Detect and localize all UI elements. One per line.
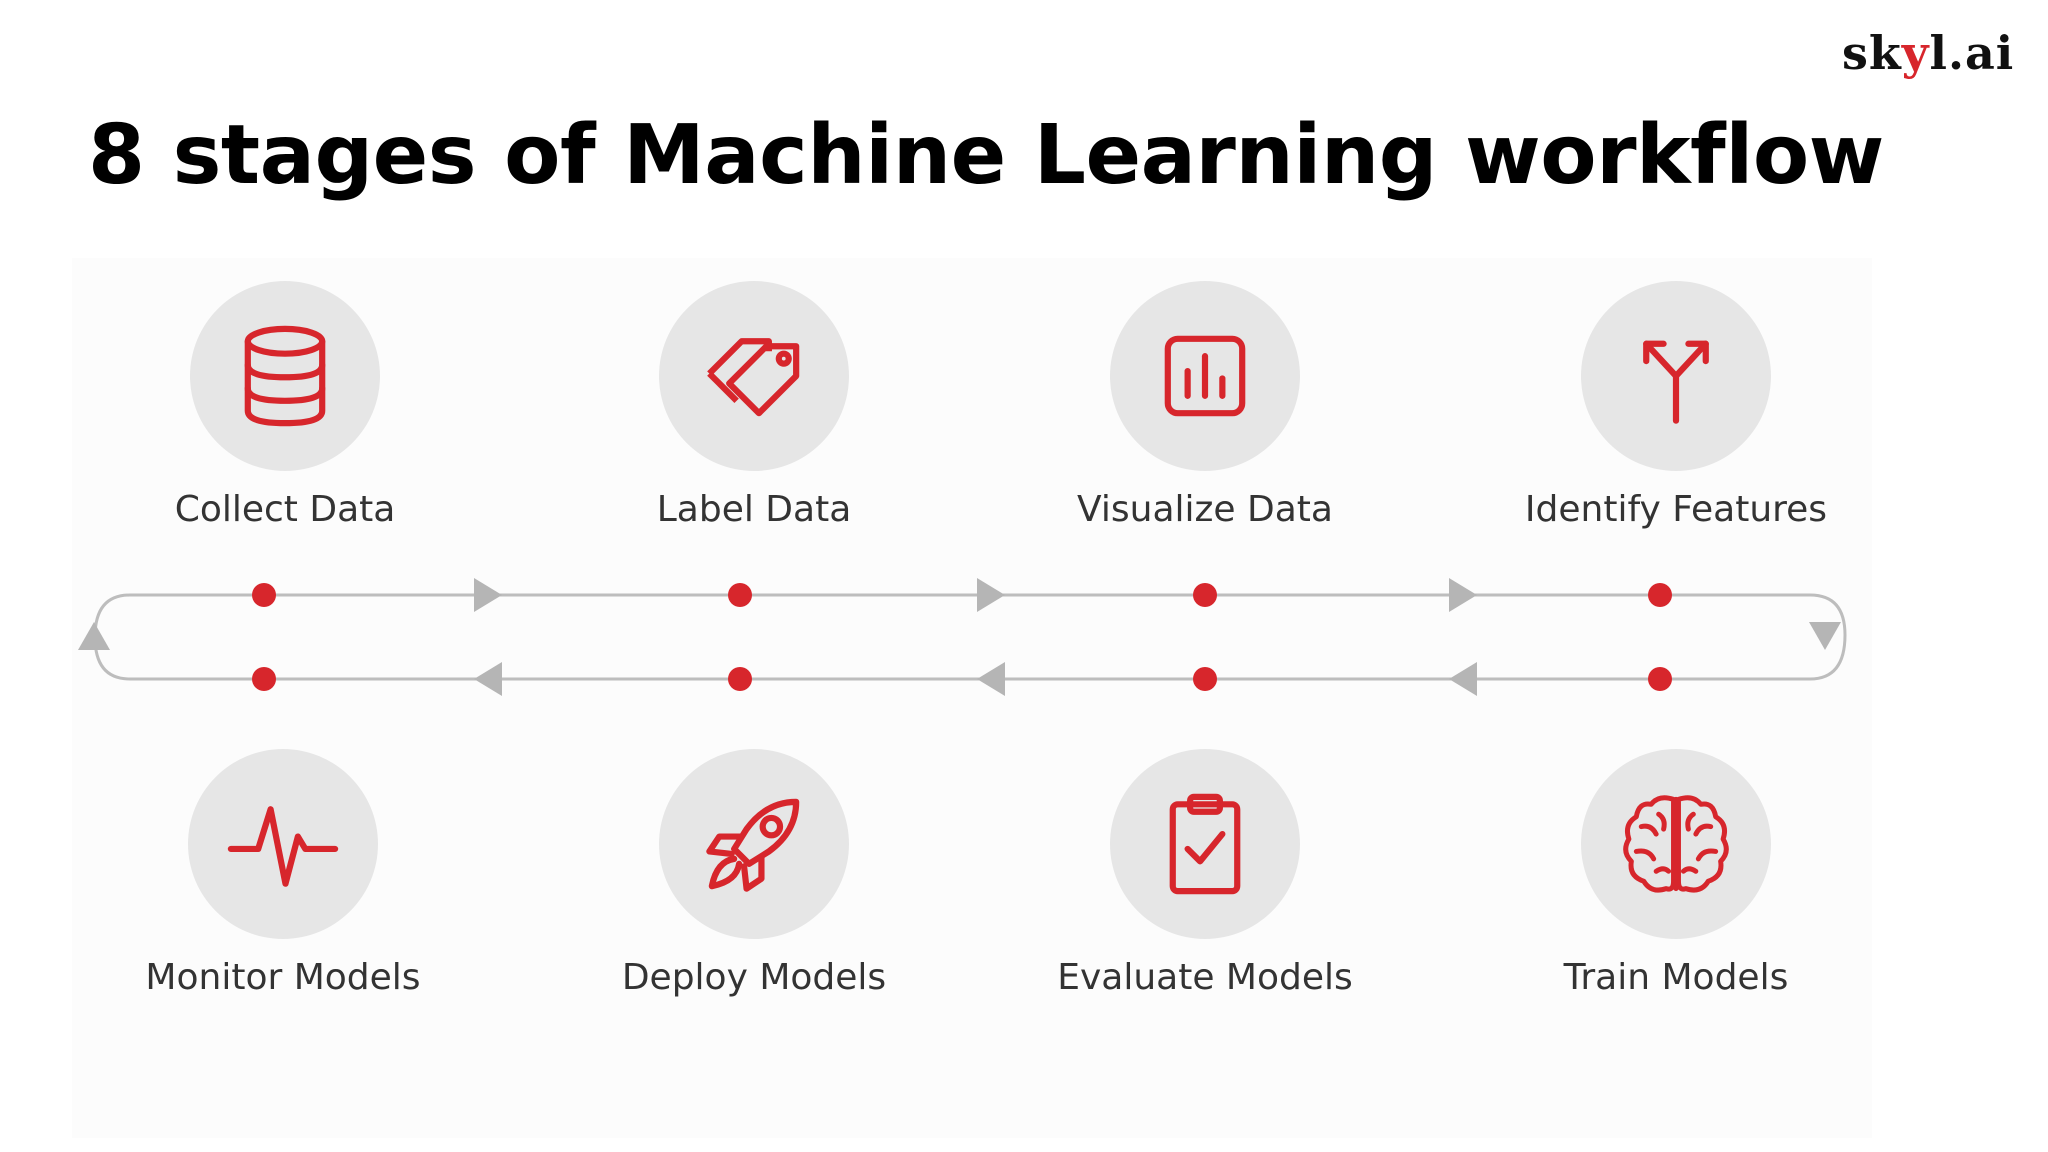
stage-monitor-models: Monitor Models xyxy=(123,749,443,998)
stage-label: Label Data xyxy=(656,489,852,530)
dot-monitor xyxy=(252,667,276,691)
stage-icon-circle xyxy=(188,749,378,939)
stage-label: Identify Features xyxy=(1524,489,1828,530)
dot-deploy xyxy=(728,667,752,691)
arrow-down-corner xyxy=(1809,622,1841,650)
stage-train-models: Train Models xyxy=(1516,749,1836,998)
stage-icon-circle xyxy=(1581,749,1771,939)
workflow-loop-path xyxy=(93,593,1847,681)
stage-label-data: Label Data xyxy=(594,281,914,530)
arrow-left-2 xyxy=(977,662,1005,696)
dot-label xyxy=(728,583,752,607)
bar-chart-icon xyxy=(1164,335,1246,417)
split-arrows-icon xyxy=(1643,340,1709,424)
arrow-left-3 xyxy=(1449,662,1477,696)
stage-collect-data: Collect Data xyxy=(125,281,445,530)
stage-icon-circle xyxy=(1110,749,1300,939)
stage-evaluate-models: Evaluate Models xyxy=(1045,749,1365,998)
brand-logo: skyl.ai xyxy=(1842,26,2015,80)
arrow-up-corner xyxy=(78,622,110,650)
dot-identify xyxy=(1648,583,1672,607)
arrow-right-3 xyxy=(1449,578,1477,612)
stage-label: Visualize Data xyxy=(1077,489,1333,530)
page-title: 8 stages of Machine Learning workflow xyxy=(88,108,1884,203)
pulse-icon xyxy=(227,806,339,887)
stage-label: Deploy Models xyxy=(621,957,887,998)
arrow-right-1 xyxy=(474,578,502,612)
dot-collect xyxy=(252,583,276,607)
stage-label: Monitor Models xyxy=(145,957,421,998)
stage-visualize-data: Visualize Data xyxy=(1045,281,1365,530)
stage-icon-circle xyxy=(1581,281,1771,471)
tags-icon xyxy=(707,338,800,417)
arrow-left-1 xyxy=(474,662,502,696)
stage-icon-circle xyxy=(659,281,849,471)
stage-label: Evaluate Models xyxy=(1057,957,1353,998)
arrow-right-2 xyxy=(977,578,1005,612)
rocket-icon xyxy=(706,798,800,892)
brain-icon xyxy=(1623,795,1729,893)
database-icon xyxy=(244,325,326,427)
stage-icon-circle xyxy=(659,749,849,939)
stage-label: Collect Data xyxy=(174,489,396,530)
dot-evaluate xyxy=(1193,667,1217,691)
stage-icon-circle xyxy=(190,281,380,471)
clipboard-check-icon xyxy=(1169,793,1241,895)
stage-identify-features: Identify Features xyxy=(1516,281,1836,530)
stage-icon-circle xyxy=(1110,281,1300,471)
dot-train xyxy=(1648,667,1672,691)
stage-label: Train Models xyxy=(1563,957,1789,998)
dot-visualize xyxy=(1193,583,1217,607)
stage-deploy-models: Deploy Models xyxy=(594,749,914,998)
